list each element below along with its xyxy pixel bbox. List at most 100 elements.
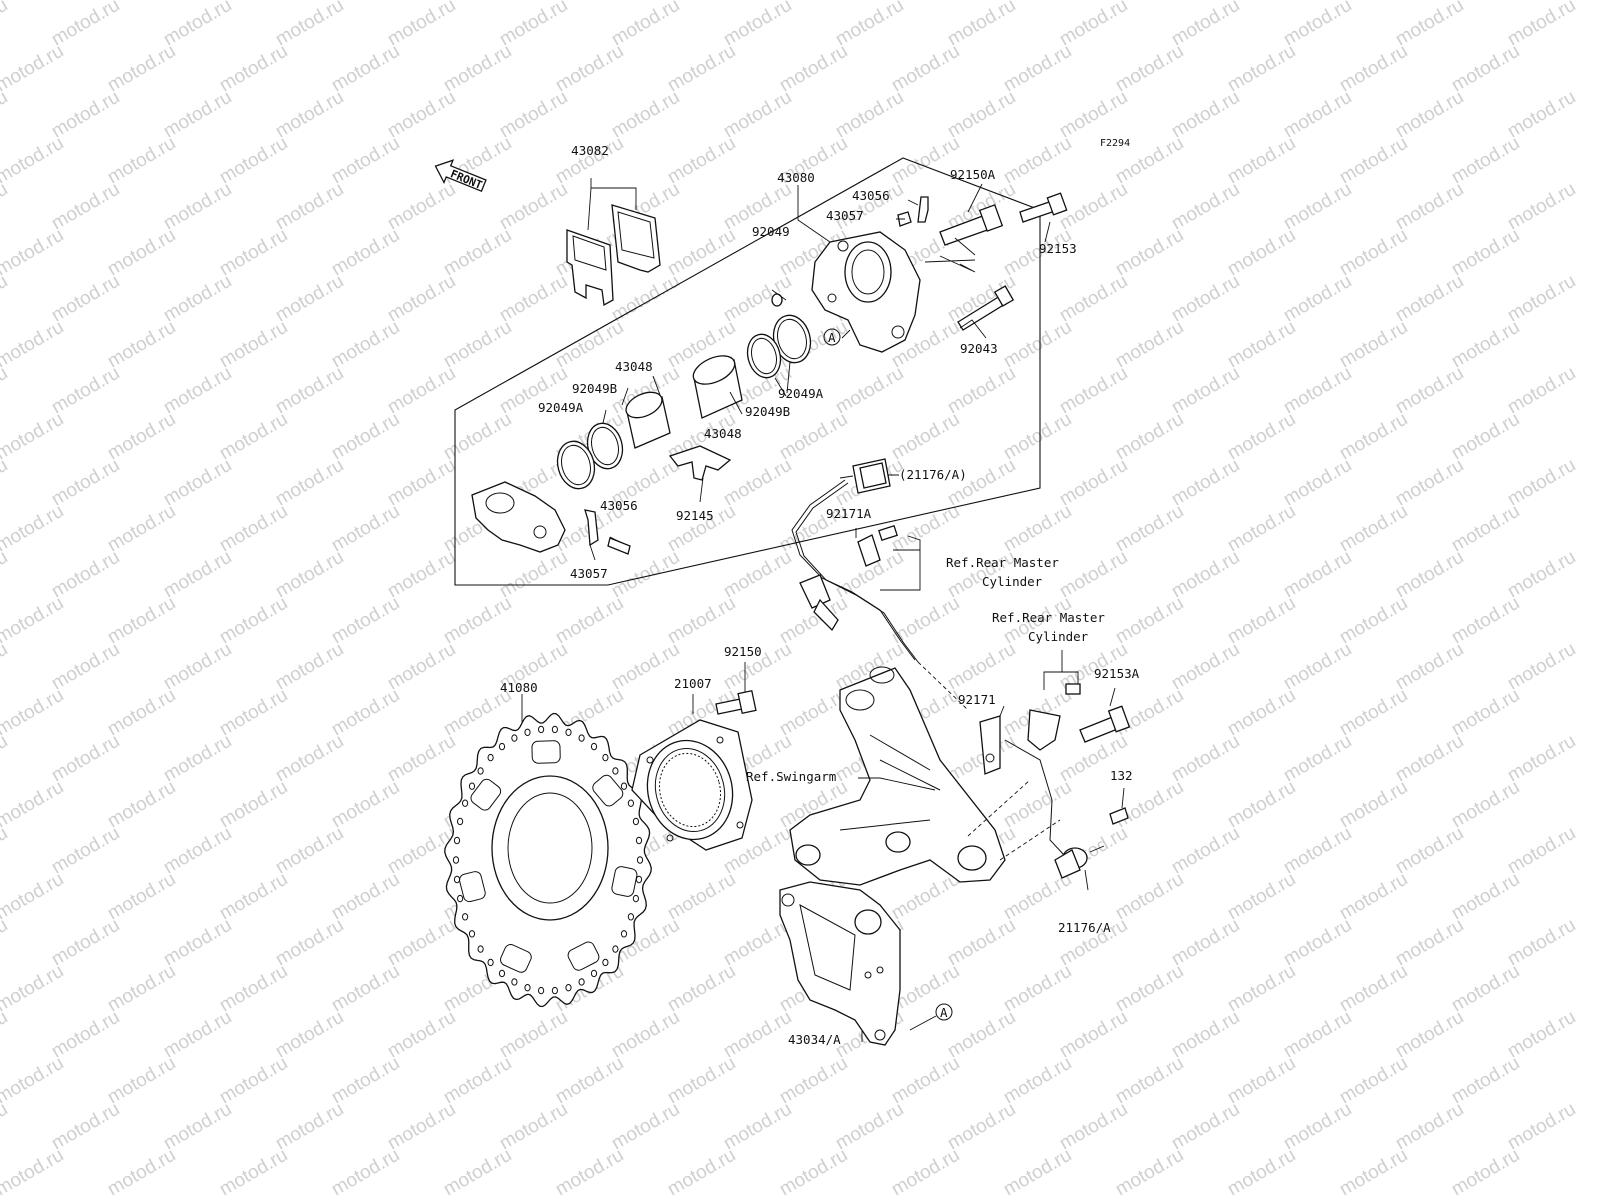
disc-window [567,941,600,971]
watermark-text: motod.ru [216,317,291,373]
watermark-text: motod.ru [0,961,67,1017]
watermark-text: motod.ru [1000,1145,1075,1200]
watermark-text: motod.ru [48,547,123,603]
watermark-text: motod.ru [272,639,347,695]
watermark-text: motod.ru [1504,731,1579,787]
watermark-text: motod.ru [1224,593,1299,649]
watermark-text: motod.ru [384,0,459,50]
watermark-text: motod.ru [328,777,403,833]
watermark-text: motod.ru [1168,455,1243,511]
watermark-text: motod.ru [0,1145,67,1200]
watermark-text: motod.ru [1392,1099,1467,1155]
bleeder-valve-top [897,196,929,227]
watermark-text: motod.ru [888,501,963,557]
watermark-text: motod.ru [1280,179,1355,235]
caliper-bracket-43034A [779,881,901,1046]
watermark-text: motod.ru [1280,271,1355,327]
watermark-text: motod.ru [48,0,123,50]
watermark-text: motod.ru [832,179,907,235]
watermark-text: motod.ru [0,1053,67,1109]
watermark-text: motod.ru [160,1099,235,1155]
watermark-text: motod.ru [1504,271,1579,327]
label-43056-top: 43056 [852,188,890,203]
watermark-text: motod.ru [1000,501,1075,557]
leader-a-bracket [909,1015,937,1031]
watermark-text: motod.ru [216,869,291,925]
watermark-text: motod.ru [1336,1145,1411,1200]
disc-hole [590,969,598,978]
watermark-text: motod.ru [1504,363,1579,419]
watermark-text: motod.ru [552,133,627,189]
watermark-text: motod.ru [1280,455,1355,511]
watermark-text: motod.ru [384,179,459,235]
watermark-text: motod.ru [328,685,403,741]
watermark-text: motod.ru [1336,869,1411,925]
watermark-text: motod.ru [552,593,627,649]
watermark-text: motod.ru [888,409,963,465]
cable-dash [917,661,969,711]
watermark-text: motod.ru [1224,1053,1299,1109]
watermark-text: motod.ru [272,87,347,143]
watermark-text: motod.ru [1056,1099,1131,1155]
watermark-text: motod.ru [160,363,235,419]
bolt-92153A [1079,705,1131,743]
watermark-text: motod.ru [1280,731,1355,787]
watermark-text: motod.ru [1224,685,1299,741]
label-43034A: 43034/A [788,1032,841,1047]
watermark-text: motod.ru [160,0,235,50]
label-92145: 92145 [676,508,714,523]
ref-master-cylinder-2-line2: Cylinder [1028,629,1089,644]
watermark-text: motod.ru [608,547,683,603]
disc-window [500,944,532,973]
watermark-text: motod.ru [1168,0,1243,50]
watermark-text: motod.ru [440,225,515,281]
watermark-text: motod.ru [272,1007,347,1063]
label-43057-top: 43057 [826,208,864,223]
watermark-text: motod.ru [160,87,235,143]
watermark-text: motod.ru [1112,409,1187,465]
watermark-text: motod.ru [160,455,235,511]
watermark-text: motod.ru [440,1053,515,1109]
watermark-text: motod.ru [272,271,347,327]
watermark-text: motod.ru [1224,409,1299,465]
watermark-text: motod.ru [384,271,459,327]
watermark-text: motod.ru [0,915,11,971]
disc-hole [498,969,506,978]
watermark-text: motod.ru [440,317,515,373]
watermark-text: motod.ru [1280,87,1355,143]
watermark-text: motod.ru [272,363,347,419]
watermark-text: motod.ru [1336,133,1411,189]
watermark-text: motod.ru [272,0,347,50]
bolt-92153 [1019,192,1068,223]
brake-pads [566,204,661,307]
piston-seals-mid [692,314,812,419]
watermark-text: motod.ru [48,731,123,787]
bracket-ref-master [1027,683,1081,751]
disc-hole [632,894,640,903]
watermark-text: motod.ru [776,1145,851,1200]
disc-window [592,774,624,807]
ref-master-cylinder-2-line1: Ref.Rear Master [992,610,1105,625]
watermark-text: motod.ru [1392,731,1467,787]
watermark-text: motod.ru [1000,961,1075,1017]
watermark-text: motod.ru [1392,87,1467,143]
label-43048-mid: 43048 [704,426,742,441]
watermark-text: motod.ru [0,501,67,557]
watermark-text: motod.ru [160,639,235,695]
watermark-text: motod.ru [160,547,235,603]
watermark-text: motod.ru [272,731,347,787]
watermark-text: motod.ru [1112,593,1187,649]
watermark-text: motod.ru [328,133,403,189]
watermark-text: motod.ru [1392,455,1467,511]
watermark-text: motod.ru [48,179,123,235]
label-92043: 92043 [960,341,998,356]
watermark-text: motod.ru [1504,179,1579,235]
label-92049: 92049 [752,224,790,239]
disc-window [531,740,561,764]
watermark-text: motod.ru [1168,547,1243,603]
ref-master-cylinder-1-line1: Ref.Rear Master [946,555,1059,570]
watermark-text: motod.ru [664,961,739,1017]
watermark-text: motod.ru [0,0,11,50]
